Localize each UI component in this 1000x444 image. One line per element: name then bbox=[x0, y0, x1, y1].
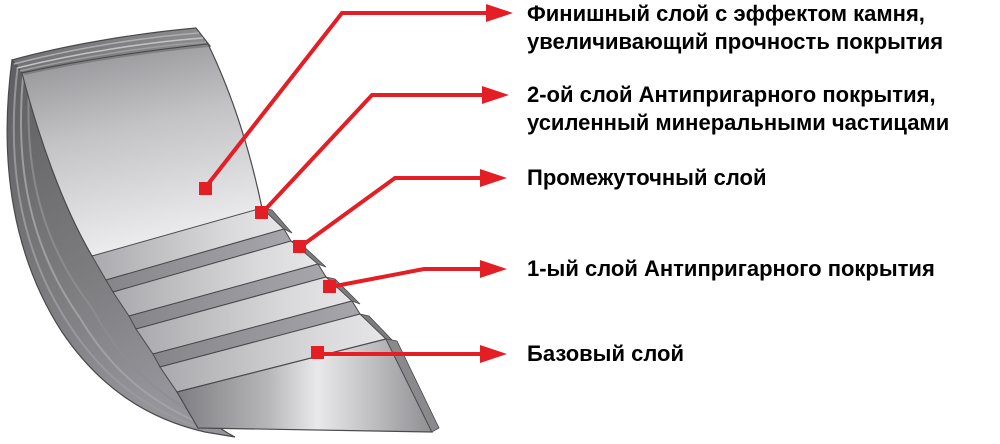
shell-stripe bbox=[12, 63, 209, 431]
annotation-line: Базовый слой bbox=[527, 341, 684, 366]
arrow-head-icon bbox=[486, 4, 513, 22]
annotation-finish-layer: Финишный слой с эффектом камня, увеличив… bbox=[527, 0, 943, 56]
leader-line-first bbox=[329, 267, 482, 289]
annotation-intermediate-layer: Промежуточный слой bbox=[527, 164, 766, 192]
shell-stripe bbox=[19, 66, 213, 429]
annotation-line: Финишный слой с эффектом камня, bbox=[527, 1, 925, 26]
rim-stripe bbox=[13, 32, 200, 65]
annotation-second-nonstick-layer: 2-ой слой Антипригарного покрытия, усиле… bbox=[527, 81, 949, 137]
layer-marker-intermediate bbox=[293, 240, 306, 253]
annotation-line: 2-ой слой Антипригарного покрытия, bbox=[527, 82, 936, 107]
arrow-head-icon bbox=[482, 86, 509, 104]
layer-marker-finish bbox=[199, 182, 212, 195]
leader-line-intermediate bbox=[298, 176, 482, 249]
annotation-line: Промежуточный слой bbox=[527, 165, 767, 190]
arrow-head-icon bbox=[480, 169, 507, 187]
step-side-face bbox=[260, 207, 293, 234]
layer-marker-base bbox=[311, 346, 324, 359]
arrow-head-icon bbox=[480, 260, 507, 278]
annotation-line: усиленный минеральными частицами bbox=[527, 110, 950, 135]
annotation-line: 1-ый слой Антипригарного покрытия bbox=[527, 256, 935, 281]
rim-shadow-edge bbox=[23, 45, 209, 75]
rim-stripe bbox=[16, 37, 204, 69]
shell-stripe bbox=[27, 69, 219, 427]
annotation-base-layer: Базовый слой bbox=[527, 340, 684, 368]
rim-stripe bbox=[19, 41, 207, 72]
layer-marker-first bbox=[323, 280, 336, 293]
annotation-first-nonstick-layer: 1-ый слой Антипригарного покрытия bbox=[527, 255, 935, 283]
base-side-face bbox=[385, 338, 440, 433]
arrow-head-icon bbox=[480, 345, 507, 363]
leader-line-second bbox=[260, 93, 484, 215]
annotation-line: увеличивающий прочность покрытия bbox=[527, 29, 944, 54]
layer-marker-second bbox=[255, 206, 268, 219]
leader-line-finish bbox=[203, 11, 490, 190]
